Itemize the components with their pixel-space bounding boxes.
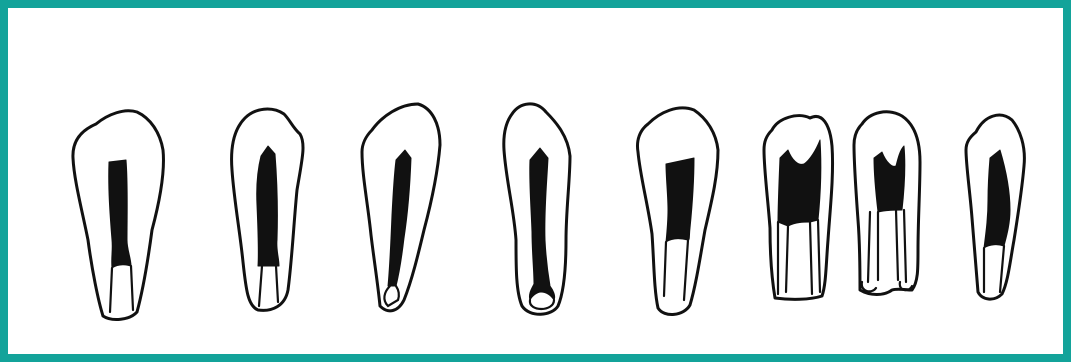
tooth-7: [854, 112, 920, 295]
tooth-2-canal: [257, 146, 279, 266]
tooth-8: [966, 115, 1024, 299]
tooth-4: [504, 104, 570, 314]
tooth-6: [764, 116, 833, 300]
tooth-3: [362, 104, 440, 311]
tooth-2: [232, 109, 303, 310]
root-canal-diagram: [8, 8, 1063, 354]
tooth-5: [637, 108, 718, 315]
tooth-5-canal: [666, 158, 694, 242]
tooth-1: [73, 111, 164, 320]
